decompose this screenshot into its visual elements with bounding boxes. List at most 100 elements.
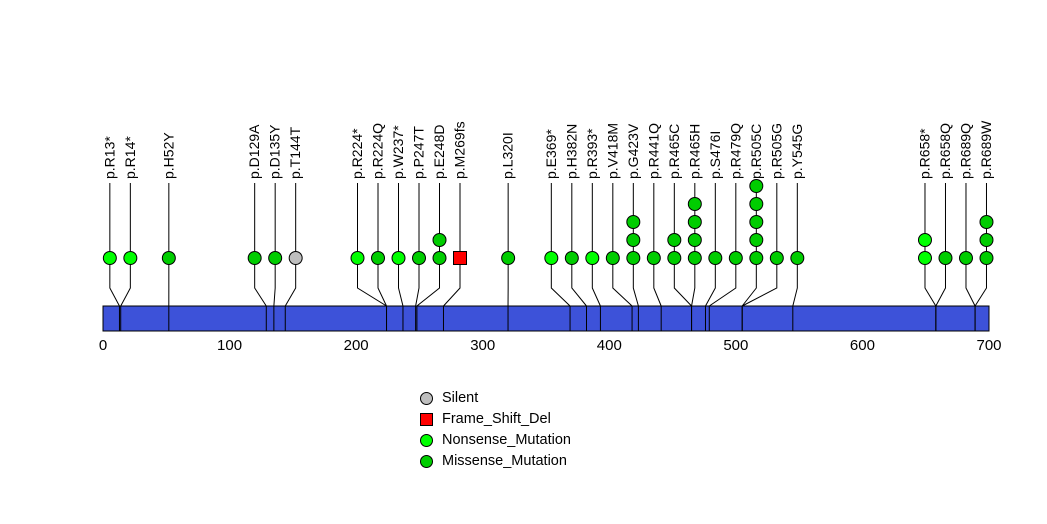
mutation-label: p.H382N [563, 124, 579, 179]
mutation-marker-circle [749, 197, 764, 211]
mutation-marker-circle [749, 233, 764, 247]
axis-tick-label: 300 [470, 337, 495, 354]
mutation-marker-circle [917, 233, 932, 247]
mutation-label: p.R505C [748, 124, 764, 179]
frame_shift_del-marker-icon [420, 413, 433, 426]
lollipop-stick [284, 183, 297, 307]
mutation-label: p.R689Q [957, 123, 973, 179]
mutation-marker-circle [161, 251, 176, 265]
legend-label: Silent [442, 390, 479, 406]
mutation-label: p.R479Q [727, 123, 743, 179]
mutation-label: p.L320I [500, 132, 516, 179]
lollipop-stick [935, 183, 946, 307]
mutation-marker-circle [958, 251, 973, 265]
mutation-marker-circle [268, 251, 283, 265]
mutation-marker-circle [938, 251, 953, 265]
legend-item: Frame_Shift_Del [420, 409, 571, 430]
mutation-marker-circle [687, 233, 702, 247]
lollipop-stick [673, 183, 692, 307]
legend-item: Silent [420, 388, 571, 409]
mutation-marker-circle [626, 251, 641, 265]
mutation-marker-circle [790, 251, 805, 265]
mutation-marker-circle [687, 215, 702, 229]
mutation-label: p.D129A [246, 124, 262, 179]
mutation-label: p.R689W [978, 120, 994, 179]
mutation-marker-circle [917, 251, 932, 265]
mutation-label: p.E369* [543, 129, 559, 179]
mutation-marker-circle [544, 251, 559, 265]
mutation-label: p.R465C [666, 124, 682, 179]
mutation-marker-circle [687, 197, 702, 211]
mutation-marker-circle [102, 251, 117, 265]
lollipop-stick [273, 183, 276, 307]
mutation-marker-circle [123, 251, 138, 265]
lollipop-stick [705, 183, 716, 307]
mutation-label: p.R441Q [645, 123, 661, 179]
mutation-marker-square [453, 251, 468, 265]
lollipop-stick [109, 183, 120, 307]
lollipop-stick [398, 183, 404, 307]
mutation-marker-circle [605, 251, 620, 265]
mutation-label: p.R465H [686, 124, 702, 179]
mutation-marker-circle [350, 251, 365, 265]
lollipop-stick [443, 183, 461, 307]
lollipop-stick [924, 183, 937, 307]
mutation-marker-circle [979, 233, 994, 247]
lollipop-stick [254, 183, 267, 307]
mutation-label: p.V418M [604, 123, 620, 179]
mutation-marker-circle [979, 251, 994, 265]
lollipop-stick [120, 183, 131, 307]
lollipop-stick [571, 183, 587, 307]
mutation-marker-circle [247, 251, 262, 265]
lollipop-stick [377, 183, 387, 307]
mutation-label: p.M269fs [452, 121, 468, 179]
mutation-marker-circle [564, 251, 579, 265]
mutation-label: p.R393* [584, 128, 600, 179]
mutation-label: p.W237* [390, 125, 406, 179]
legend-item: Nonsense_Mutation [420, 430, 571, 451]
mutation-label: p.R658Q [937, 123, 953, 179]
lollipop-stick [965, 183, 976, 307]
axis-tick-label: 100 [217, 337, 242, 354]
mutation-marker-circle [288, 251, 303, 265]
lollipop-stick [550, 183, 571, 307]
nonsense_mutation-marker-icon [420, 434, 433, 447]
mutation-label: p.R14* [122, 136, 138, 179]
mutation-marker-circle [667, 251, 682, 265]
mutation-label: p.R224* [349, 128, 365, 179]
lollipop-stick [792, 183, 798, 307]
mutation-marker-circle [769, 251, 784, 265]
lollipop-stick [741, 183, 778, 307]
lollipop-stick [415, 183, 420, 307]
lollipop-stick [357, 183, 387, 307]
mutation-label: p.H52Y [160, 132, 176, 179]
mutation-marker-circle [749, 179, 764, 193]
mutation-marker-circle [626, 215, 641, 229]
mutation-marker-circle [626, 233, 641, 247]
lollipop-stick [708, 183, 737, 307]
mutation-marker-circle [687, 251, 702, 265]
mutation-label: p.P247T [411, 126, 427, 179]
legend-item: Missense_Mutation [420, 451, 571, 472]
mutation-label: p.E248D [431, 125, 447, 179]
mutation-label: p.S476I [707, 131, 723, 179]
mutation-marker-circle [708, 251, 723, 265]
legend-label: Frame_Shift_Del [442, 411, 551, 427]
mutation-marker-circle [749, 215, 764, 229]
mutation-label: p.G423V [625, 123, 641, 179]
mutation-marker-circle [749, 251, 764, 265]
legend-label: Nonsense_Mutation [442, 432, 571, 448]
mutation-marker-circle [412, 251, 427, 265]
silent-marker-icon [420, 392, 433, 405]
mutation-marker-circle [432, 233, 447, 247]
axis-tick-label: 0 [99, 337, 107, 354]
missense_mutation-marker-icon [420, 455, 433, 468]
axis-tick-label: 500 [723, 337, 748, 354]
mutation-marker-circle [646, 251, 661, 265]
protein-bar [102, 305, 990, 332]
legend-label: Missense_Mutation [442, 453, 567, 469]
mutation-label: p.Y545G [789, 124, 805, 179]
